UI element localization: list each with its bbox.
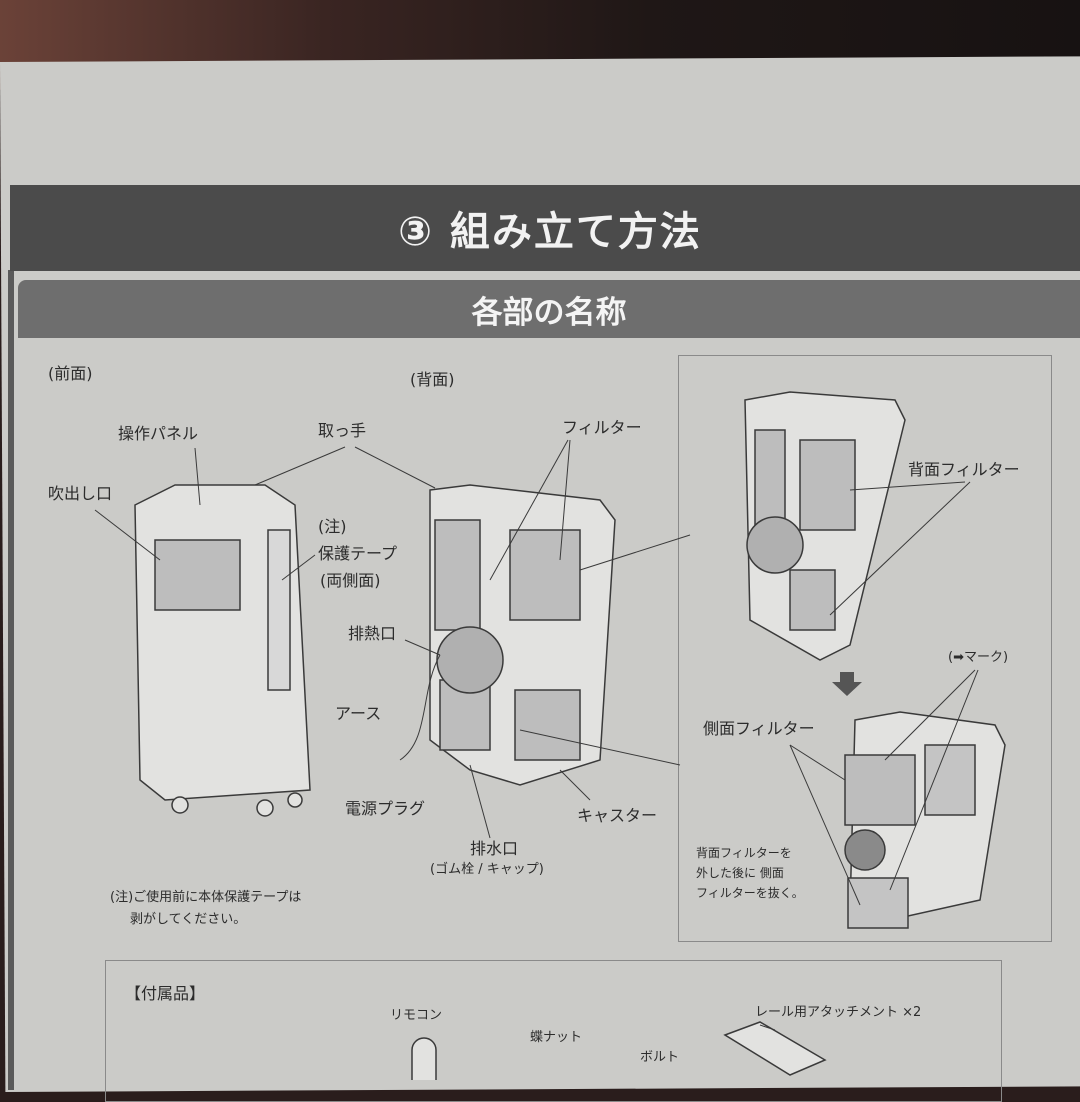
instruction-line-2: 外した後に 側面 bbox=[696, 866, 784, 880]
page-border bbox=[8, 270, 14, 1090]
filter-label: フィルター bbox=[562, 418, 642, 437]
note-mark-label: (注) bbox=[318, 517, 347, 536]
instruction-line-1: 背面フィルターを bbox=[696, 846, 792, 860]
filter-inset-box bbox=[678, 355, 1052, 942]
control-panel-label: 操作パネル bbox=[118, 424, 199, 443]
handle-label: 取っ手 bbox=[318, 421, 367, 440]
wing-nut-label: 蝶ナット bbox=[530, 1030, 583, 1045]
arrow-mark-label: (➡マーク) bbox=[948, 650, 1009, 665]
remote-label: リモコン bbox=[390, 1008, 443, 1023]
page-title: ③ 組み立て方法 bbox=[10, 185, 1080, 271]
rear-filter-label: 背面フィルター bbox=[908, 460, 1020, 479]
back-view-label: (背面) bbox=[410, 370, 455, 389]
power-plug-label: 電源プラグ bbox=[345, 799, 426, 818]
section-title: 各部の名称 bbox=[18, 280, 1080, 338]
accessories-title: 【付属品】 bbox=[125, 984, 206, 1003]
drain-label: 排水口 bbox=[470, 839, 519, 858]
both-sides-label: (両側面) bbox=[320, 571, 381, 590]
remote-icon bbox=[411, 1037, 437, 1080]
ground-label: アース bbox=[335, 704, 382, 723]
drain-sub-label: (ゴム栓 / キャップ) bbox=[430, 862, 544, 877]
note-line-2: 剥がしてください。 bbox=[130, 912, 247, 927]
caster-label: キャスター bbox=[577, 806, 658, 825]
outlet-grille bbox=[154, 539, 241, 611]
note-line-1: (注)ご使用前に本体保護テープは bbox=[110, 890, 302, 905]
instruction-line-3: フィルターを抜く。 bbox=[696, 886, 804, 900]
down-arrow-icon bbox=[832, 672, 862, 696]
leader-lines bbox=[94, 439, 979, 1031]
outlet-label: 吹出し口 bbox=[48, 484, 113, 503]
front-view-label: (前面) bbox=[48, 364, 93, 383]
side-filter-label: 側面フィルター bbox=[703, 719, 815, 738]
exhaust-label: 排熱口 bbox=[348, 624, 397, 643]
rail-attachment-icon bbox=[723, 1021, 827, 1076]
bolt-label: ボルト bbox=[640, 1050, 680, 1065]
protective-tape-label: 保護テープ bbox=[318, 544, 398, 563]
exhaust-port bbox=[436, 626, 504, 694]
rail-attachment-label: レール用アタッチメント ×2 bbox=[755, 1005, 922, 1020]
